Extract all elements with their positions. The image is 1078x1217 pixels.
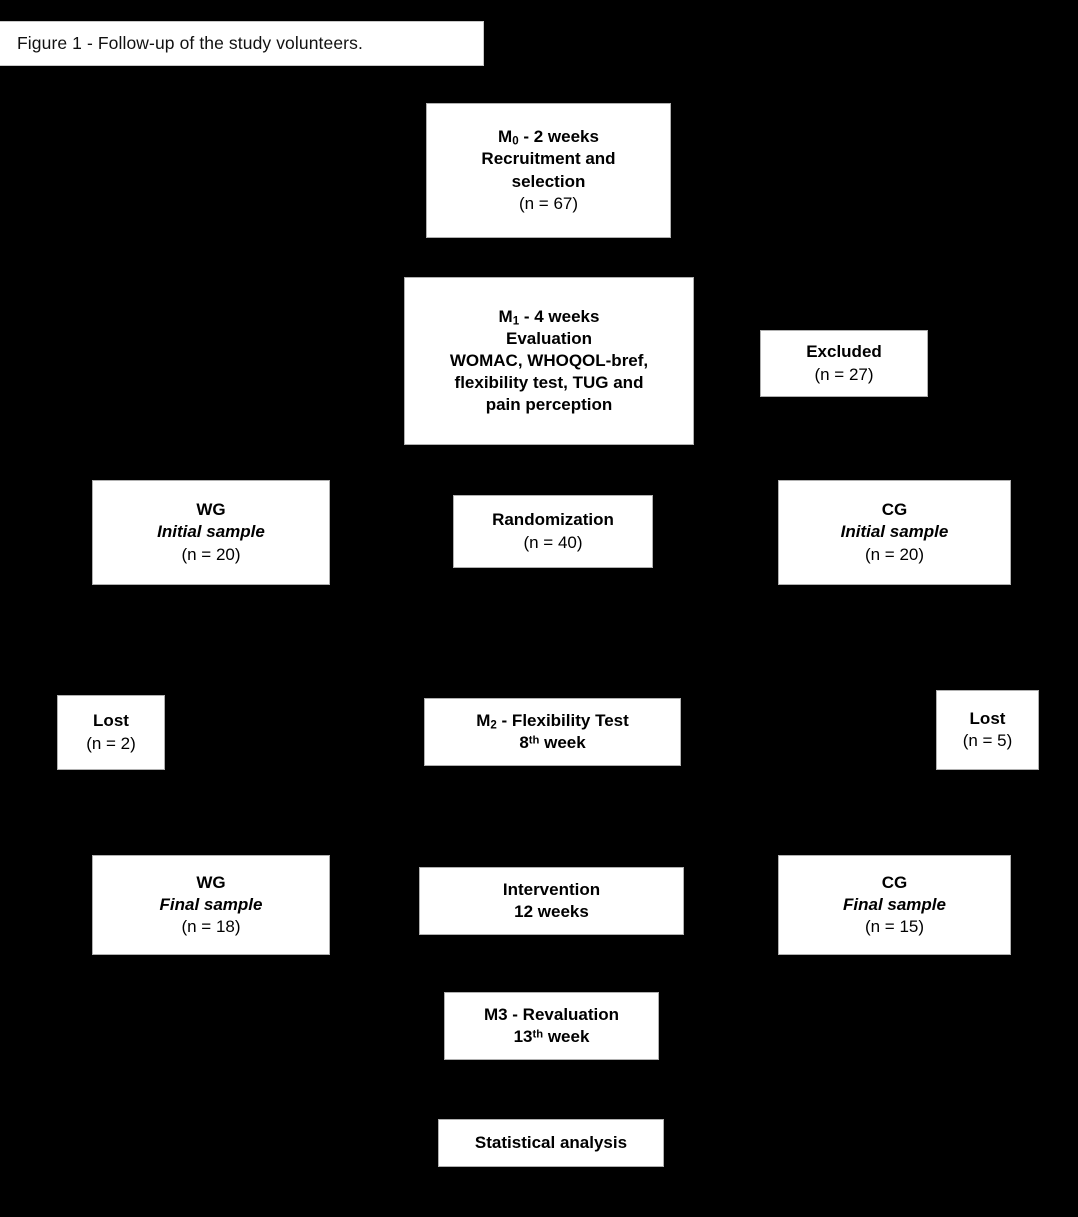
node-wg-initial-group: WG (196, 500, 226, 520)
node-m2-subscript: 2 (490, 719, 497, 732)
node-m0-line2: Recruitment and (481, 149, 616, 169)
node-excluded: Excluded (n = 27) (760, 330, 928, 397)
node-cg-initial-group: CG (881, 500, 908, 520)
node-m1-line1: M1 - 4 weeks (498, 306, 600, 328)
node-wg-initial-label: Initial sample (157, 522, 265, 542)
node-intervention-duration: 12 weeks (514, 902, 589, 921)
figure-caption-box: Figure 1 - Follow-up of the study volunt… (0, 21, 484, 66)
node-randomization: Randomization (n = 40) (453, 495, 653, 568)
node-m1-line5: pain perception (485, 395, 613, 415)
node-wg-initial-count: (n = 20) (181, 544, 241, 564)
node-cg-initial-label: Initial sample (840, 522, 949, 542)
node-lost-cg-label: Lost (969, 708, 1006, 728)
node-wg-initial-sample: WG Initial sample (n = 20) (92, 480, 330, 585)
node-m1-line2: Evaluation (506, 328, 592, 348)
node-excluded-count: (n = 27) (814, 364, 874, 384)
node-lost-wg: Lost (n = 2) (57, 695, 165, 770)
node-m1-evaluation: M1 - 4 weeks Evaluation WOMAC, WHOQOL-br… (404, 277, 694, 445)
node-lost-wg-label: Lost (93, 711, 129, 731)
node-lost-cg-count: (n = 5) (962, 731, 1013, 750)
node-m0-line1: M0 - 2 weeks (498, 127, 599, 148)
node-m0-recruitment: M0 - 2 weeks Recruitment and selection (… (426, 103, 671, 238)
node-m0-line3: selection (511, 171, 586, 191)
node-m3-line2: 13th week (513, 1027, 590, 1046)
node-intervention-label: Intervention (502, 879, 601, 899)
node-m3-ordinal: th (532, 1028, 544, 1041)
node-m2-ordinal: th (528, 734, 540, 747)
node-m2-line1: M2 - Flexibility Test (476, 710, 629, 732)
node-m3-revaluation: M3 - Revaluation 13th week (444, 992, 659, 1060)
node-cg-final-group: CG (881, 872, 908, 892)
node-statistical-analysis-label: Statistical analysis (474, 1132, 628, 1152)
node-lost-cg: Lost (n = 5) (936, 690, 1039, 770)
node-m3-line1: M3 - Revaluation (483, 1004, 620, 1024)
node-statistical-analysis: Statistical analysis (438, 1119, 664, 1167)
node-lost-wg-count: (n = 2) (86, 733, 136, 753)
node-randomization-count: (n = 40) (523, 532, 583, 552)
node-m1-line4: flexibility test, TUG and (454, 373, 644, 393)
node-wg-final-sample: WG Final sample (n = 18) (92, 855, 330, 955)
node-m0-subscript: 0 (512, 135, 519, 148)
node-intervention: Intervention 12 weeks (419, 867, 684, 935)
node-m2-line2: 8th week (519, 733, 586, 752)
node-cg-final-label: Final sample (843, 894, 946, 914)
node-wg-final-group: WG (196, 872, 226, 892)
node-excluded-label: Excluded (806, 342, 882, 362)
node-randomization-label: Randomization (492, 510, 614, 530)
node-m1-line3: WOMAC, WHOQOL-bref, (449, 350, 649, 370)
node-m1-subscript: 1 (512, 315, 520, 328)
node-cg-initial-count: (n = 20) (864, 544, 925, 564)
node-wg-final-count: (n = 18) (181, 917, 241, 937)
node-wg-final-label: Final sample (159, 894, 263, 914)
node-m2-flexibility-test: M2 - Flexibility Test 8th week (424, 698, 681, 766)
node-cg-initial-sample: CG Initial sample (n = 20) (778, 480, 1011, 585)
node-cg-final-sample: CG Final sample (n = 15) (778, 855, 1011, 955)
figure-caption-text: Figure 1 - Follow-up of the study volunt… (17, 33, 363, 53)
node-cg-final-count: (n = 15) (864, 917, 925, 937)
node-m0-count: (n = 67) (518, 193, 579, 213)
